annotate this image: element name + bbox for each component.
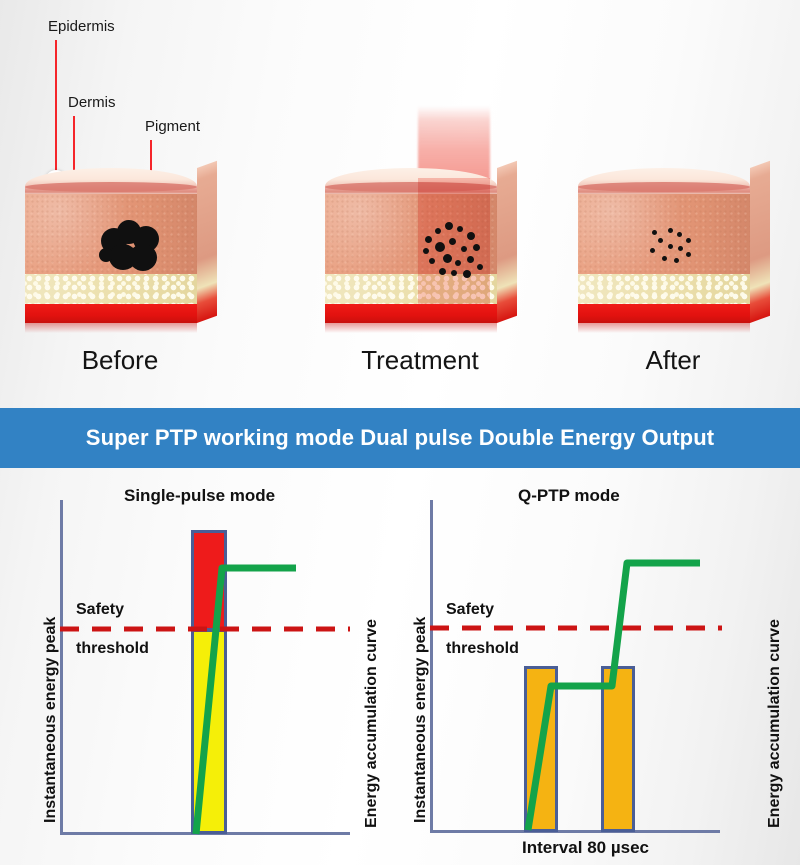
epidermis-wave (578, 182, 750, 192)
safety-threshold-label-line2-right: threshold (446, 640, 519, 657)
skin-block (325, 160, 517, 333)
skin-block-after (578, 160, 770, 333)
pigment-fragment (423, 248, 429, 254)
right-chart-x-axis (430, 830, 720, 833)
epidermis-wave (25, 182, 197, 192)
right-chart-bar-pulse-2 (601, 666, 635, 832)
charts-area: Single-pulse mode Instantaneous energy p… (0, 468, 800, 865)
pigment-fragment (439, 268, 446, 275)
stage-caption-after: After (645, 345, 701, 375)
callout-label-epidermis: Epidermis (48, 18, 115, 35)
callout-label-pigment: Pigment (145, 118, 201, 135)
muscle-layer (325, 304, 497, 323)
callout-label-dermis: Dermis (68, 94, 116, 111)
headline-banner-text: Super PTP working mode Dual pulse Double… (85, 425, 715, 450)
pigment-fragment (435, 228, 441, 234)
skin-block-before (25, 160, 217, 333)
chart-overlay-svg (60, 559, 722, 835)
pigment-fragment (429, 258, 435, 264)
pigment-fragment (461, 246, 467, 252)
left-chart-y-axis (60, 500, 63, 835)
pigment-fragment (435, 242, 445, 252)
pigment-cluster-before (99, 218, 161, 273)
pigment-residue (652, 230, 657, 235)
pigment-blob (129, 244, 157, 271)
pigment-residue (678, 246, 683, 251)
pigment-fragment (443, 254, 452, 263)
block-bottom-shadow (325, 321, 497, 333)
muscle-layer (25, 304, 197, 323)
subcutaneous-fat-layer (25, 274, 197, 304)
pigment-fragment (467, 232, 475, 240)
skin-block-side-face (197, 160, 217, 323)
pigment-residue (674, 258, 679, 263)
pigment-residue (686, 238, 691, 243)
pigment-cluster-after (646, 226, 696, 268)
pigment-residue (662, 256, 667, 261)
safety-threshold-label-line1-left: Safety (76, 601, 125, 618)
skin-block (25, 160, 217, 333)
left-chart-energy-accumulation-curve (192, 564, 296, 835)
skin-block-side-face (497, 160, 517, 323)
block-bottom-shadow (25, 321, 197, 333)
right-chart-y-axis (430, 500, 433, 832)
block-bottom-shadow (578, 321, 750, 333)
pigment-fragment (463, 270, 471, 278)
chart-title-q-ptp: Q-PTP mode (518, 486, 620, 505)
pigment-fragment (455, 260, 461, 266)
skin-block (578, 160, 770, 333)
pigment-blob (99, 248, 113, 262)
safety-threshold-label-line1-right: Safety (446, 601, 495, 618)
pigment-residue (658, 238, 663, 243)
stage-caption-before: Before (81, 345, 159, 375)
headline-banner: Super PTP working mode Dual pulse Double… (0, 408, 800, 468)
pigment-fragment (457, 226, 463, 232)
skin-illustration-band: Epidermis Dermis Pigment (0, 0, 800, 404)
x-axis-label-interval: Interval 80 µsec (522, 838, 649, 857)
pigment-fragment (445, 222, 453, 230)
subcutaneous-fat-layer (578, 274, 750, 304)
pigment-residue (677, 232, 682, 237)
muscle-layer (578, 304, 750, 323)
pigment-residue (686, 252, 691, 257)
pigment-residue (668, 228, 673, 233)
safety-threshold-label-line2-left: threshold (76, 640, 149, 657)
stage-caption-treatment: Treatment (361, 345, 479, 375)
pigment-fragment (451, 270, 457, 276)
pigment-fragment (449, 238, 456, 245)
pigment-residue (668, 244, 673, 249)
right-chart-energy-accumulation-curve (524, 559, 700, 831)
pigment-fragment (425, 236, 432, 243)
pigment-fragment (477, 264, 483, 270)
pigment-residue (650, 248, 655, 253)
chart-title-single-pulse: Single-pulse mode (124, 486, 276, 505)
callout-line-dermis (73, 116, 75, 216)
pigment-fragment (473, 244, 480, 251)
skin-block-side-face (750, 160, 770, 323)
skin-block-treatment (325, 106, 517, 333)
callout-line-epidermis (55, 40, 57, 178)
pigment-fragment (467, 256, 474, 263)
epidermis-wave (325, 182, 497, 192)
pigment-cluster-treatment (421, 220, 489, 280)
